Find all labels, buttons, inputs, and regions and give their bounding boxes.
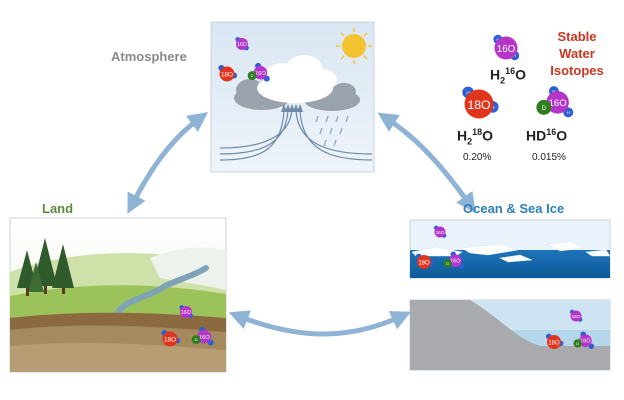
evaporation-arrows: [219, 104, 373, 161]
oxygen18-atom: [417, 255, 431, 269]
oxygen16-atom: [546, 91, 569, 114]
land-molecule-h2-16o: 16O: [179, 305, 193, 319]
oxygen16-atom: [570, 310, 582, 322]
sun-icon: [336, 28, 372, 64]
atmosphere-label: Atmosphere: [111, 49, 187, 64]
legend-title-line: Water: [559, 46, 595, 61]
hydrogen-atom-label: H: [497, 37, 500, 42]
hydrogen-atom-label: H: [491, 105, 495, 111]
legend-molecule-h2-18o: HH18O: [462, 86, 499, 119]
oxygen16-atom-label: 16O: [199, 335, 210, 341]
deuterium-atom: [573, 339, 582, 348]
oxygen16-atom: [434, 226, 446, 238]
deuterium-atom: [443, 259, 452, 268]
ocean-molecule-h2-16o: 16O: [433, 225, 447, 238]
molecules-layer: HH16OHH18OHH16OD16O18O16OD16O18O16OD16O1…: [161, 34, 595, 350]
oxygen16-atom: [253, 65, 268, 80]
oxygen18-atom: [219, 66, 235, 82]
cycle-arrows: [127, 112, 476, 337]
oxygen18-atom: [464, 89, 494, 119]
oxygen16-atom-label: 16O: [580, 339, 590, 345]
formula-h2-18o: H218O: [457, 127, 494, 147]
tree-icon: [17, 238, 74, 296]
oxygen16-atom-label: 16O: [549, 98, 567, 109]
deuterium-atom-label: D: [195, 337, 198, 342]
oxygen18-atom-label: 18O: [548, 340, 560, 346]
arrow-atmosphere-ocean: [377, 112, 476, 214]
ocean-panel-top: [409, 219, 611, 279]
oxygen16-atom: [236, 38, 248, 50]
oxygen16-atom: [449, 254, 462, 267]
atmosphere-molecule-h2-18o: 18O: [218, 65, 238, 82]
oxygen18-atom-label: 18O: [418, 260, 430, 266]
oxygen16-atom: [197, 329, 212, 344]
oxygen16-atom-label: 16O: [450, 259, 460, 265]
oxygen16-atom: [180, 306, 192, 318]
ocean-panel-bottom: [409, 299, 611, 371]
legend-title-line: Isotopes: [550, 63, 604, 78]
land-molecule-h2-18o: 18O: [161, 330, 181, 347]
deuterium-atom-label: D: [251, 73, 254, 78]
ocean-molecule-h2-18o: 18O: [415, 253, 434, 269]
oxygen16-atom-label: 16O: [255, 71, 266, 77]
land-panel: [9, 217, 227, 373]
sea-molecule-h2-18o: 18O: [545, 333, 564, 349]
legend-title-line: Stable: [557, 29, 597, 44]
arrow-land-atmosphere: [127, 112, 209, 214]
abundance-hd-16o: 0.015%: [532, 152, 566, 163]
oxygen18-atom-label: 18O: [164, 336, 176, 343]
rain-icon: [315, 115, 349, 147]
oxygen16-atom: [579, 334, 592, 347]
land-label: Land: [42, 201, 74, 216]
deuterium-atom-label: D: [542, 105, 547, 112]
atmosphere-molecule-h2-16o: 16O: [235, 37, 249, 51]
hydrogen-atom-label: H: [466, 90, 470, 96]
oxygen16-atom-label: 16O: [436, 230, 445, 235]
atmosphere-panel: [210, 21, 375, 173]
oxygen16-atom-label: 16O: [181, 310, 191, 316]
cloud-icon: [257, 55, 337, 103]
oxygen16-atom-label: 16O: [572, 314, 581, 319]
deuterium-atom: [536, 99, 552, 115]
deuterium-atom: [247, 71, 257, 81]
abundance-h2-18o: 0.20%: [463, 152, 492, 163]
oxygen18-atom: [547, 335, 561, 349]
oxygen18-atom-label: 18O: [221, 71, 233, 78]
hydrogen-atom-label: H: [567, 110, 570, 115]
oxygen18-atom-label: 18O: [467, 98, 490, 112]
oxygen18-atom: [162, 331, 178, 347]
oxygen16-atom-label: 16O: [237, 42, 247, 48]
hydrogen-atom-label: H: [552, 89, 555, 94]
deuterium-atom: [191, 335, 201, 345]
sea-molecule-h2-16o: 16O: [569, 309, 583, 322]
arrow-land-ocean: [228, 310, 412, 337]
deuterium-atom-label: D: [446, 261, 449, 266]
formula-h2-16o: H216O: [490, 66, 527, 86]
oxygen16-atom: [494, 36, 518, 60]
oxygen16-atom-label: 16O: [497, 44, 516, 55]
deuterium-atom-label: D: [576, 341, 579, 346]
formula-hd-16o: HD16O: [526, 127, 568, 144]
ocean-label: Ocean & Sea Ice: [463, 201, 565, 216]
